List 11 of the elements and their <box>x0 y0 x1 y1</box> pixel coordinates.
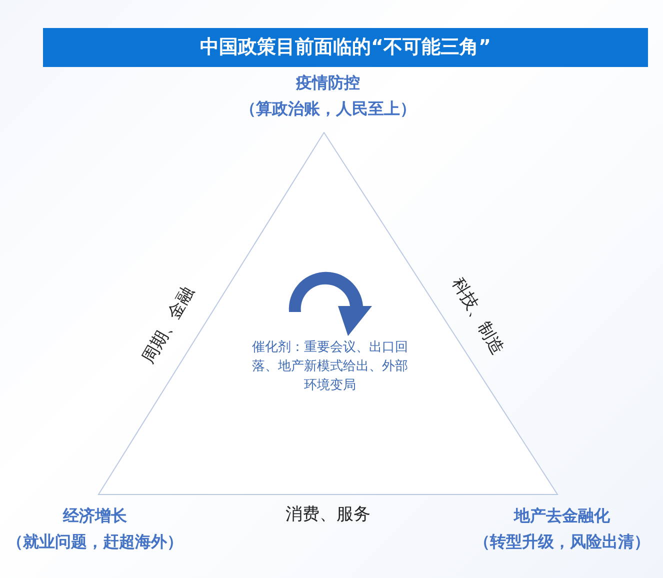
corner-subtitle: （算政治账，人民至上） <box>239 98 417 120</box>
catalyst-text: 催化剂：重要会议、出口回落、地产新模式给出、外部环境变局 <box>251 339 409 395</box>
side-label: 科技、制造 <box>446 273 508 359</box>
corner-subtitle: （就业问题，赶超海外） <box>6 531 184 553</box>
title-banner: 中国政策目前面临的“不可能三角” <box>43 28 648 67</box>
corner-subtitle: （转型升级，风险出清） <box>473 531 651 553</box>
corner-heading: 地产去金融化 <box>512 505 611 527</box>
corner-heading: 疫情防控 <box>294 72 361 94</box>
side-label: 消费、服务 <box>286 504 370 526</box>
corner-heading: 经济增长 <box>62 505 128 527</box>
side-label: 周期、金融 <box>138 282 200 368</box>
